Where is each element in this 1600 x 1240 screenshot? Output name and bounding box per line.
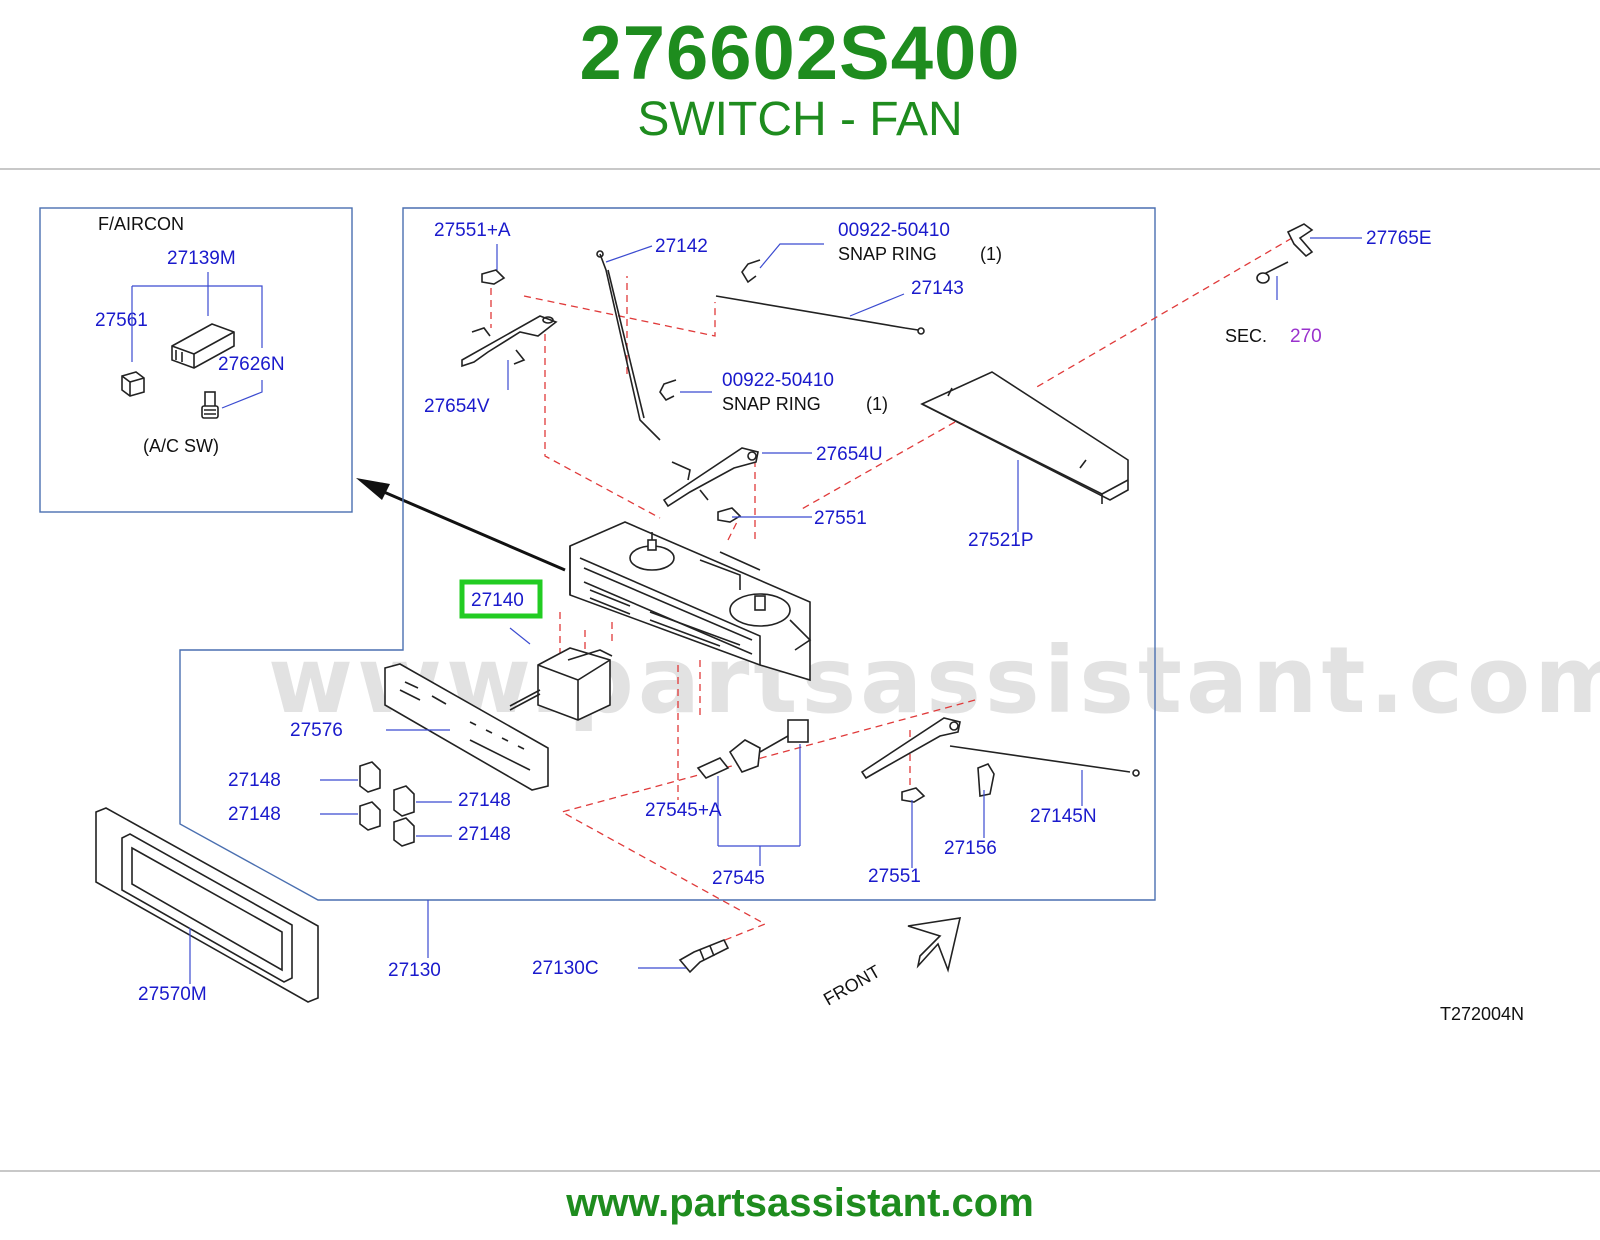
inset-caption: (A/C SW) bbox=[143, 436, 219, 456]
lever-27551-bot bbox=[860, 717, 961, 780]
label-27130[interactable]: 27130 bbox=[388, 960, 441, 981]
label-27521p[interactable]: 27521P bbox=[968, 530, 1034, 551]
main-frame bbox=[179, 207, 1156, 901]
label-00922-mid[interactable]: 00922-50410 bbox=[722, 370, 834, 391]
label-27148-a[interactable]: 27148 bbox=[228, 770, 281, 791]
cable-27142 bbox=[596, 250, 661, 441]
top-divider bbox=[0, 168, 1600, 170]
knob-27148-a bbox=[359, 761, 381, 793]
connector-27156 bbox=[977, 763, 995, 797]
inset-leader-27626n bbox=[221, 380, 263, 409]
label-27142[interactable]: 27142 bbox=[655, 236, 708, 257]
clip-27551-mid bbox=[717, 507, 742, 523]
ac-switch-body bbox=[171, 323, 235, 369]
fan-switch-27140 bbox=[509, 647, 613, 721]
front-label: FRONT bbox=[820, 961, 884, 1009]
label-27140[interactable]: 27140 bbox=[471, 590, 524, 611]
part-number-title: 276602S400 bbox=[579, 11, 1021, 96]
bulb-socket-27545 bbox=[696, 719, 809, 779]
highlight-27140-box[interactable] bbox=[459, 579, 543, 619]
bracket-27654u bbox=[662, 447, 759, 508]
label-27576[interactable]: 27576 bbox=[290, 720, 343, 741]
label-27626n[interactable]: 27626N bbox=[218, 354, 285, 375]
label-27148-b[interactable]: 27148 bbox=[458, 790, 511, 811]
snap-ring-top bbox=[741, 259, 761, 284]
ac-switch-bulb bbox=[201, 391, 219, 419]
cable-27143 bbox=[715, 295, 925, 335]
footer-url[interactable]: www.partsassistant.com bbox=[566, 1181, 1034, 1225]
label-27545[interactable]: 27545 bbox=[712, 868, 765, 889]
front-arrow bbox=[907, 917, 962, 973]
ac-switch-cap bbox=[121, 371, 145, 397]
snap-ring-mid-label: SNAP RING bbox=[722, 394, 821, 414]
label-27148-c[interactable]: 27148 bbox=[228, 804, 281, 825]
label-27654v[interactable]: 27654V bbox=[424, 396, 490, 417]
clip-27551-a bbox=[481, 269, 506, 285]
clip-27765e bbox=[1286, 223, 1314, 258]
label-27551-mid[interactable]: 27551 bbox=[814, 508, 867, 529]
label-00922-top[interactable]: 00922-50410 bbox=[838, 220, 950, 241]
label-27148-d[interactable]: 27148 bbox=[458, 824, 511, 845]
label-27143[interactable]: 27143 bbox=[911, 278, 964, 299]
parts-diagram: www.partsassistant.com F/AIRCON 27139M 2… bbox=[39, 207, 1600, 1024]
label-27570m[interactable]: 27570M bbox=[138, 984, 207, 1005]
label-27545a[interactable]: 27545+A bbox=[645, 800, 722, 821]
bracket-27654v bbox=[461, 315, 558, 368]
label-27765e[interactable]: 27765E bbox=[1366, 228, 1432, 249]
screw-27130c bbox=[678, 938, 730, 974]
knob-27148-d bbox=[393, 817, 415, 847]
header: 276602S400 SWITCH - FAN bbox=[0, 0, 1600, 168]
part-name-subtitle: SWITCH - FAN bbox=[637, 93, 963, 146]
inset-arrow-head bbox=[356, 478, 390, 500]
inset-title: F/AIRCON bbox=[98, 214, 184, 234]
bottom-divider bbox=[0, 1170, 1600, 1172]
screw-sec270 bbox=[1256, 261, 1289, 284]
snap-ring-mid bbox=[659, 379, 677, 402]
qty-top-label: (1) bbox=[980, 244, 1002, 264]
label-27139m[interactable]: 27139M bbox=[167, 248, 236, 269]
inset-leader-27139m bbox=[131, 272, 263, 362]
heater-control-assembly bbox=[569, 521, 812, 682]
knob-27148-b bbox=[393, 785, 415, 817]
sec-label: SEC. bbox=[1225, 326, 1267, 346]
cable-27145n bbox=[949, 745, 1140, 777]
label-27551-bot[interactable]: 27551 bbox=[868, 866, 921, 887]
snap-ring-top-label: SNAP RING bbox=[838, 244, 937, 264]
bezel-27570m bbox=[95, 807, 319, 1003]
leaders bbox=[189, 237, 1362, 984]
panel-27576 bbox=[384, 663, 549, 791]
knob-27148-c bbox=[359, 801, 381, 831]
label-27561[interactable]: 27561 bbox=[95, 310, 148, 331]
label-27654u[interactable]: 27654U bbox=[816, 444, 883, 465]
inset-arrow bbox=[369, 484, 566, 572]
label-27145n[interactable]: 27145N bbox=[1030, 806, 1097, 827]
duct-27521p bbox=[920, 371, 1129, 504]
guide-lines bbox=[490, 237, 1293, 945]
label-27551a[interactable]: 27551+A bbox=[434, 220, 511, 241]
label-27130c[interactable]: 27130C bbox=[532, 958, 599, 979]
inset-frame bbox=[39, 207, 353, 513]
sec-number-link[interactable]: 270 bbox=[1290, 326, 1322, 347]
label-27156[interactable]: 27156 bbox=[944, 838, 997, 859]
diagram-reference: T272004N bbox=[1440, 1004, 1524, 1024]
qty-mid-label: (1) bbox=[866, 394, 888, 414]
clip-27551-bot bbox=[901, 787, 926, 803]
